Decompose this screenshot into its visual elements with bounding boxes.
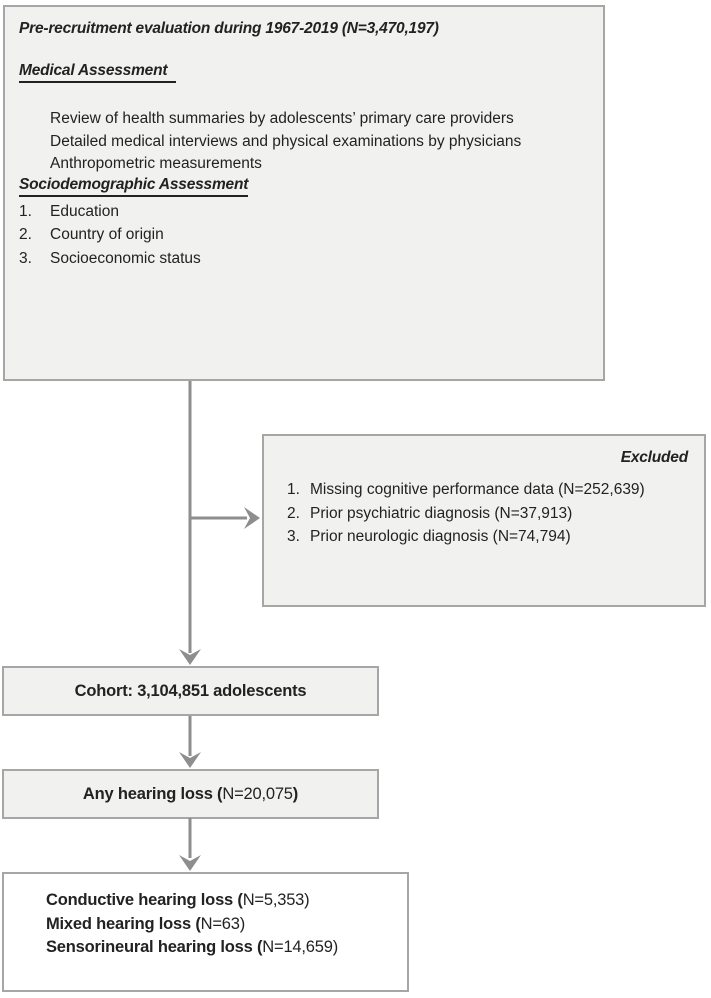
excluded-item-2: 2.Prior psychiatric diagnosis (N=37,913) [287,504,573,522]
any-hearing-loss-label: Any hearing loss (N=20,075) [82,784,299,803]
pre-recruitment-box: Pre-recruitment evaluation during 1967-2… [3,5,605,381]
outcome-item-conductive: Conductive hearing loss (N=5,353) [46,891,310,909]
socio-item-1: 1.Education [19,202,119,220]
medical-item-1: Review of health summaries by adolescent… [50,110,514,127]
excluded-box: Excluded 1.Missing cognitive performance… [262,434,706,607]
arrow-cohort-to-any-head-icon [179,752,201,768]
cohort-label: Cohort: 3,104,851 adolescents [74,681,307,700]
outcome-item-sensorineural: Sensorineural hearing loss (N=14,659) [46,938,339,956]
sociodemographic-heading: Sociodemographic Assessment [19,176,589,197]
excluded-item-1: 1.Missing cognitive performance data (N=… [287,481,645,498]
medical-item-3: Anthropometric measurements [50,155,262,172]
outcome-item-mixed: Mixed hearing loss (N=63) [46,914,246,933]
cohort-box: Cohort: 3,104,851 adolescents [2,666,379,716]
arrow-top-to-cohort-head-icon [179,649,201,665]
excluded-list: 1.Missing cognitive performance data (N=… [280,478,688,549]
hearing-loss-types-box: Conductive hearing loss (N=5,353) Mixed … [2,872,409,992]
any-hearing-loss-box: Any hearing loss (N=20,075) [2,769,379,819]
arrow-any-to-outcome-head-icon [179,855,201,871]
medical-assessment-heading: Medical Assessment [19,62,589,83]
excluded-item-3: 3.Prior neurologic diagnosis (N=74,794) [287,528,571,545]
pre-recruitment-title: Pre-recruitment evaluation during 1967-2… [19,20,439,37]
excluded-heading: Excluded [620,449,689,466]
medical-assessment-list: Review of health summaries by adolescent… [19,108,589,176]
arrow-branch-to-excluded-head-icon [244,507,260,529]
socio-item-2: 2.Country of origin [19,226,164,243]
socio-item-3: 3.Socioeconomic status [19,249,201,267]
sociodemographic-list: 1.Education 2.Country of origin 3.Socioe… [19,200,589,271]
medical-item-2: Detailed medical interviews and physical… [50,132,522,150]
